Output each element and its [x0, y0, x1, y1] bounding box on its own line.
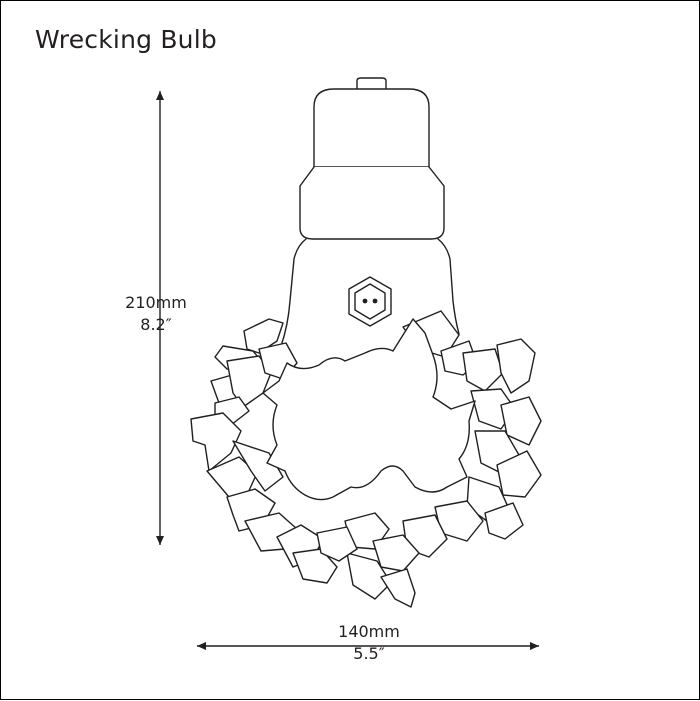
logo-dot-left: [362, 298, 368, 304]
hexagon-logo-icon: [348, 276, 392, 327]
width-dimension-label: 140mm 5.5″: [314, 621, 424, 665]
bulb-glass-shoulder: [280, 238, 460, 347]
bulb-broken-opening: [262, 318, 476, 501]
width-metric: 140mm: [338, 622, 400, 641]
glass-fragments-bottom: [316, 512, 420, 608]
bulb-cap-base: [299, 166, 445, 240]
height-metric: 210mm: [125, 293, 187, 312]
diagram-title: Wrecking Bulb: [35, 25, 217, 54]
height-dimension-label: 210mm 8.2″: [101, 292, 211, 336]
height-imperial: 8.2″: [140, 315, 172, 334]
bulb-contact-tip: [356, 77, 387, 90]
bulb-cap-top: [313, 88, 430, 168]
glass-fragments-left: [190, 318, 338, 584]
width-imperial: 5.5″: [353, 644, 385, 663]
logo-dot-right: [372, 298, 378, 304]
